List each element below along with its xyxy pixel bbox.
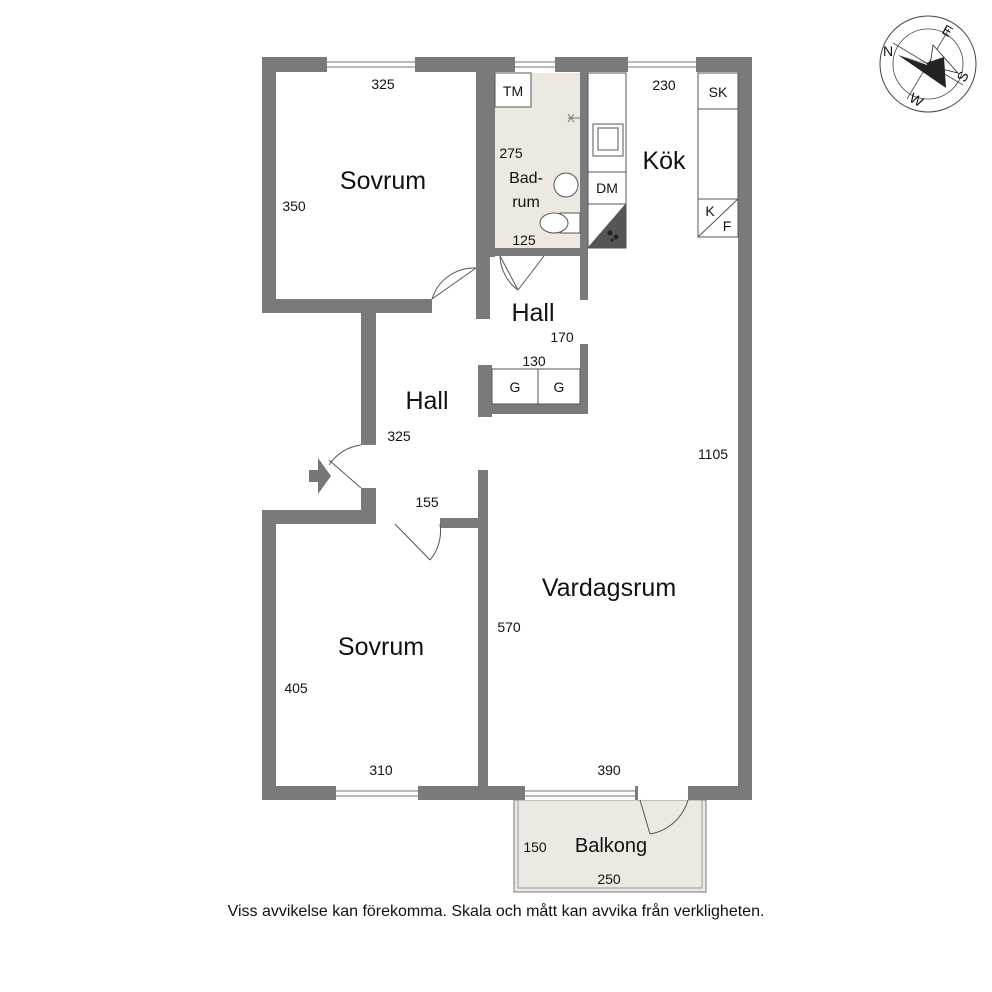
room-label-hall-upper: Hall <box>511 299 554 327</box>
label-dishwasher: DM <box>596 180 618 196</box>
dim-bathroom-height: 275 <box>499 145 523 161</box>
room-label-bedroom-bottom: Sovrum <box>338 633 424 661</box>
disclaimer-text: Viss avvikelse kan förekomma. Skala och … <box>227 903 765 920</box>
room-label-hall-lower: Hall <box>405 387 448 415</box>
dim-hall-upper-width: 170 <box>550 329 574 345</box>
windows <box>327 57 696 800</box>
entrance-arrow-icon <box>309 458 331 494</box>
dim-balcony-depth: 150 <box>523 839 547 855</box>
room-label-bathroom-1: Bad- <box>509 170 543 187</box>
dim-bedroom-bottom-height: 405 <box>284 680 308 696</box>
doors <box>328 255 689 835</box>
dim-wardrobe-width: 130 <box>522 353 546 369</box>
room-label-kitchen: Kök <box>642 147 686 175</box>
dim-hall-lower-width: 155 <box>415 494 439 510</box>
dim-balcony-width: 250 <box>597 871 621 887</box>
bathroom-fixtures <box>494 72 581 234</box>
label-freezer: F <box>723 218 732 234</box>
room-label-balcony: Balkong <box>575 835 647 857</box>
compass-icon: N E S W <box>879 15 977 113</box>
dim-kitchen-width: 230 <box>652 77 676 93</box>
room-label-bathroom-2: rum <box>512 194 540 211</box>
compass-n: N <box>883 43 893 59</box>
label-washer: TM <box>503 83 523 99</box>
dim-hall-lower-height: 325 <box>387 428 411 444</box>
dim-bathroom-width: 125 <box>512 232 536 248</box>
label-fridge: K <box>705 203 715 219</box>
label-fridge-cabinet: SK <box>709 84 728 100</box>
label-wardrobe-1: G <box>510 379 521 395</box>
balcony-floor <box>514 800 706 892</box>
wardrobes <box>491 368 581 405</box>
dim-living-width: 390 <box>597 762 621 778</box>
room-label-living-room: Vardagsrum <box>542 574 676 602</box>
dim-living-height: 1105 <box>698 446 728 462</box>
dim-living-left-height: 570 <box>497 619 521 635</box>
room-label-bedroom-top: Sovrum <box>340 167 426 195</box>
kitchen-fixtures <box>586 72 739 249</box>
dim-bedroom-top-width: 325 <box>371 76 395 92</box>
label-wardrobe-2: G <box>554 379 565 395</box>
dim-bedroom-top-height: 350 <box>282 198 306 214</box>
dim-bedroom-bottom-width: 310 <box>369 762 393 778</box>
